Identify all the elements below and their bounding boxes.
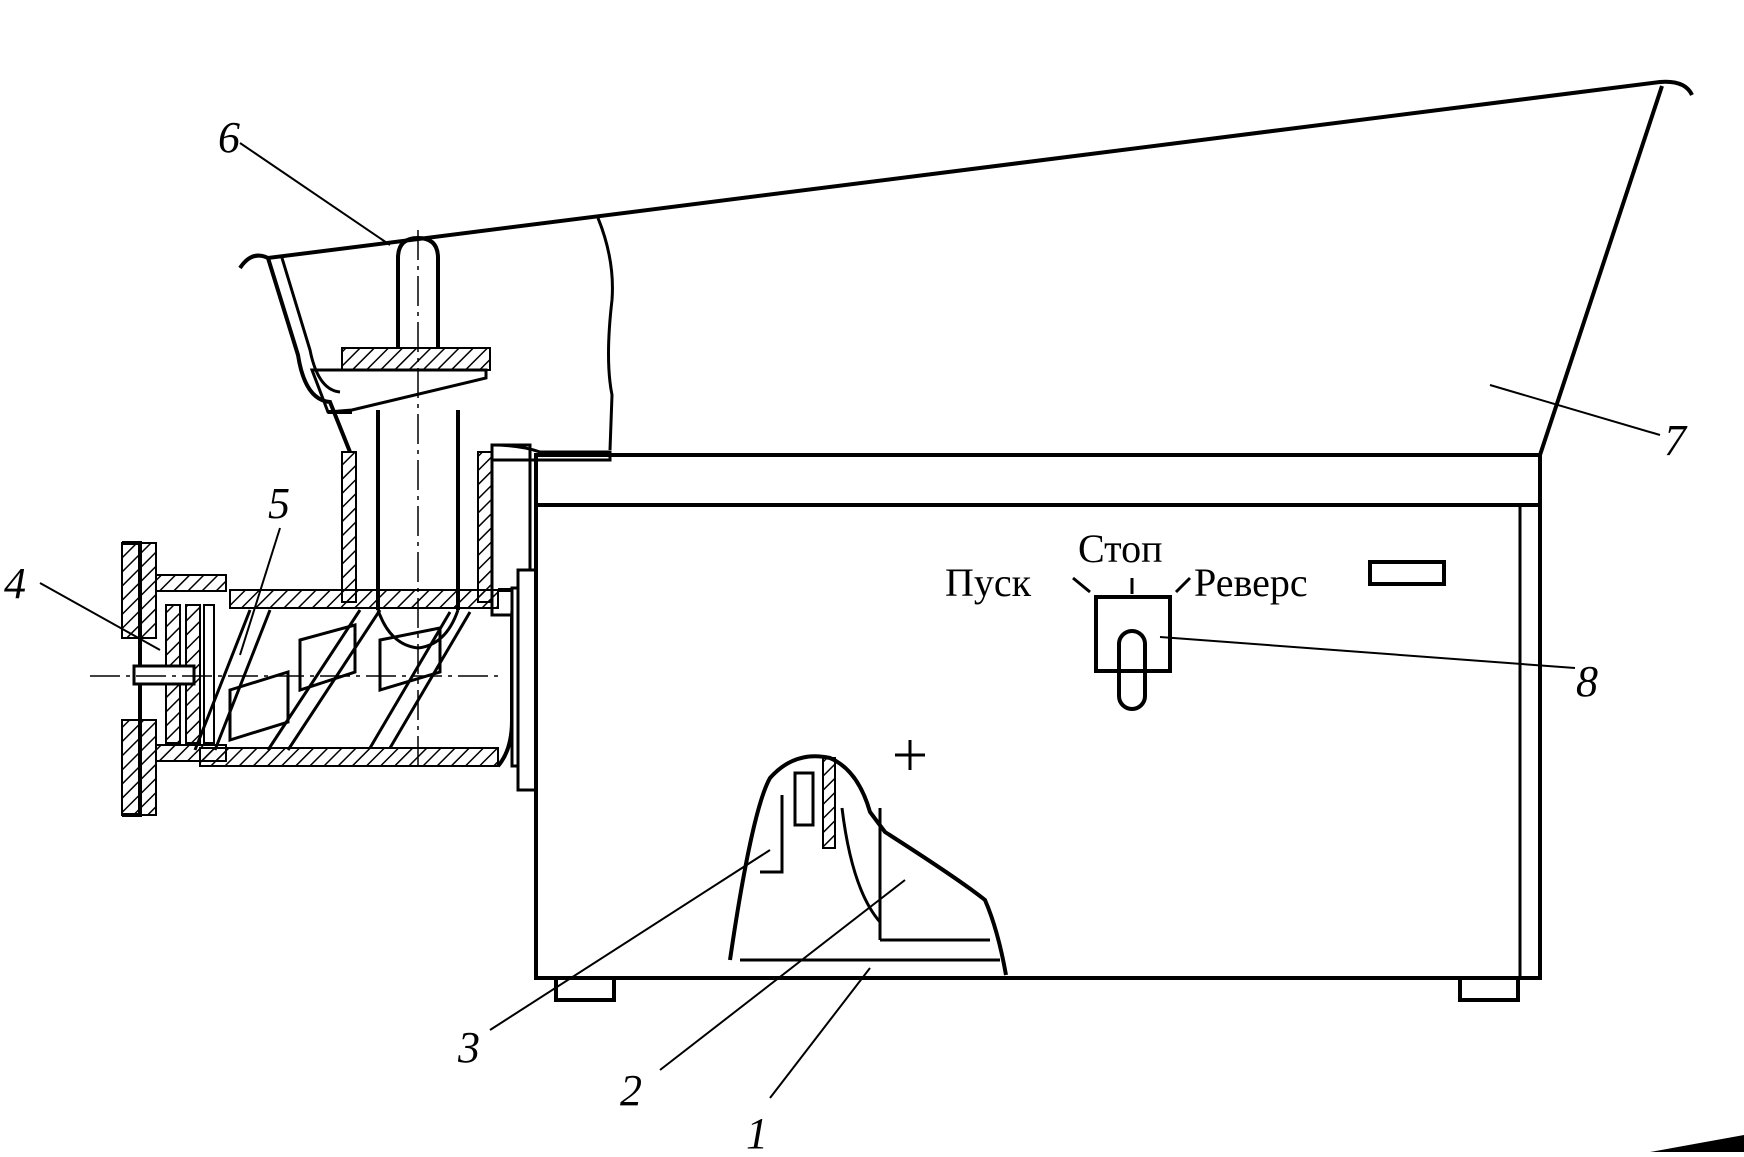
switch-label-reverse: Реверс [1194, 560, 1308, 605]
switch-label-start: Пуск [945, 560, 1032, 605]
part-number-8: 8 [1576, 657, 1598, 706]
scan-edge-mark [1650, 1135, 1744, 1152]
part-number-1: 1 [746, 1109, 768, 1152]
part-number-2: 2 [620, 1066, 642, 1115]
hopper [266, 257, 491, 453]
leader-lines [39, 142, 1661, 1099]
machine-body [534, 453, 1542, 1002]
reversing-switch [1072, 560, 1446, 711]
feed-neck [341, 410, 612, 650]
switch-label-stop: Стоп [1078, 526, 1163, 571]
knife-and-grate [90, 541, 500, 817]
worm-housing [199, 568, 538, 792]
part-number-6: 6 [218, 113, 240, 162]
part-number-3: 3 [457, 1023, 480, 1072]
part-number-5: 5 [268, 479, 290, 528]
gear-assembly [728, 740, 1008, 976]
tray-outline [238, 79, 1694, 456]
worm-screw [193, 609, 472, 751]
part-number-4: 4 [4, 559, 26, 608]
part-number-7: 7 [1664, 416, 1688, 465]
